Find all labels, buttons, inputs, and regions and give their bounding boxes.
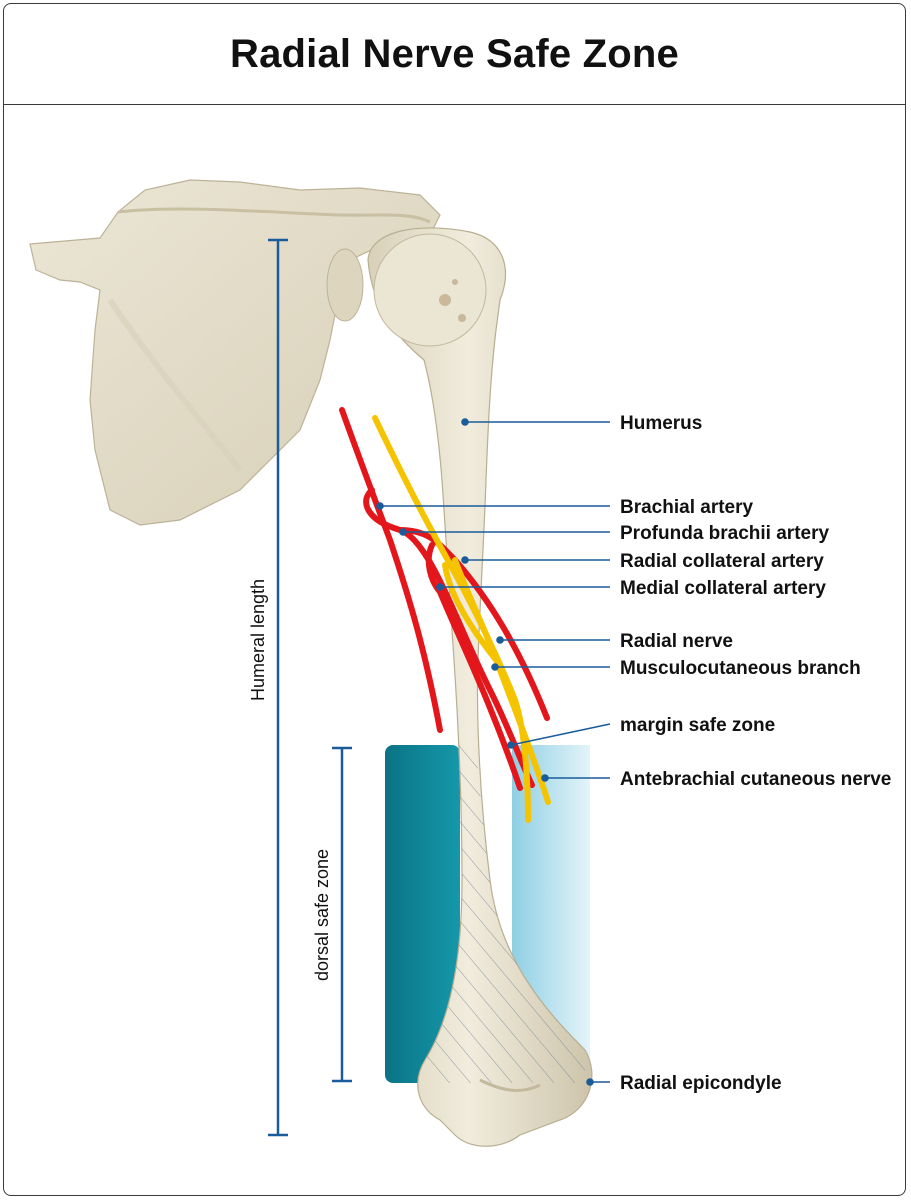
- title-bar: Radial Nerve Safe Zone: [4, 4, 905, 105]
- dorsal-safe-zone-label: dorsal safe zone: [312, 849, 332, 981]
- dorsal-safe-zone-bracket: [332, 746, 352, 1083]
- antebrachial-nerve-path: [442, 562, 503, 668]
- label-margin-safe-zone: margin safe zone: [620, 715, 775, 736]
- humeral-length-bracket: [268, 238, 288, 1137]
- label-profunda-brachii-artery: Profunda brachii artery: [620, 523, 829, 544]
- medial-collateral-artery-path: [425, 542, 523, 791]
- label-antebrachial-cutaneous-nerve: Antebrachial cutaneous nerve: [620, 769, 891, 790]
- page-title: Radial Nerve Safe Zone: [229, 31, 679, 76]
- arteries: [339, 407, 550, 791]
- label-radial-collateral-artery: Radial collateral artery: [620, 551, 824, 572]
- label-humerus: Humerus: [620, 413, 702, 434]
- humeral-length-label: Humeral length: [248, 579, 268, 701]
- scapula: [29, 179, 441, 526]
- nerves: [372, 415, 551, 823]
- musculocutaneous-branch-path: [452, 557, 551, 805]
- profunda-artery-path: [363, 487, 535, 788]
- label-radial-nerve: Radial nerve: [620, 631, 733, 652]
- label-medial-collateral-artery: Medial collateral artery: [620, 578, 826, 599]
- hatched-region: [425, 745, 585, 1083]
- label-musculocutaneous-branch: Musculocutaneous branch: [620, 658, 861, 679]
- dorsal-safe-zone-block: [385, 745, 460, 1083]
- leader-lines: [376, 418, 611, 1086]
- label-brachial-artery: Brachial artery: [620, 497, 754, 518]
- radial-collateral-artery-path: [397, 527, 550, 721]
- label-radial-epicondyle: Radial epicondyle: [620, 1073, 782, 1094]
- brachial-artery-path: [339, 407, 443, 733]
